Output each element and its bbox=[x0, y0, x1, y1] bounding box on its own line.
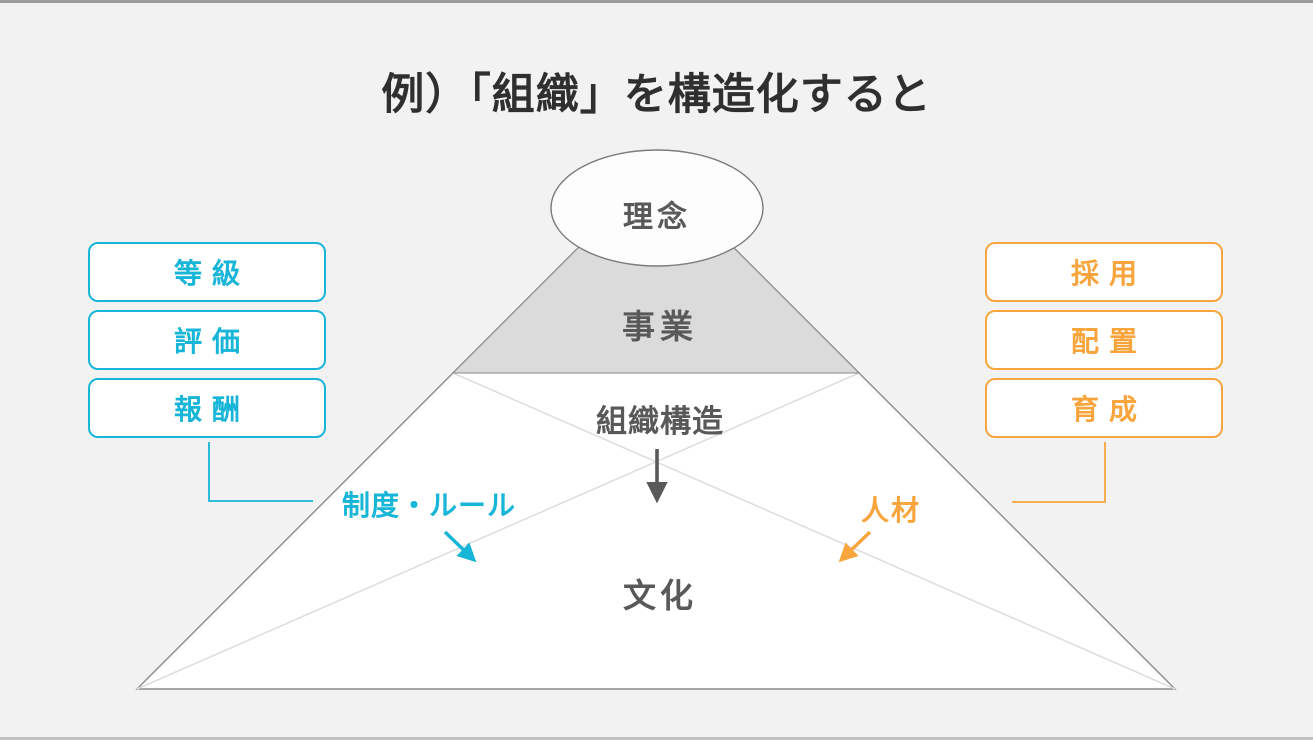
compensation-box: 報酬 bbox=[88, 378, 326, 438]
cross-line-left-to-right bbox=[452, 372, 1176, 690]
ideology-ellipse bbox=[550, 149, 764, 267]
seido-rule-arrow-icon bbox=[443, 530, 477, 563]
pyramid-outline bbox=[135, 169, 1177, 690]
business-layer-shape bbox=[451, 169, 861, 374]
culture-label: 文化 bbox=[623, 577, 697, 614]
placement-box: 配置 bbox=[985, 310, 1223, 370]
bottom-border-strip bbox=[0, 737, 1313, 740]
evaluation-box: 評価 bbox=[88, 310, 326, 370]
cross-line-right-to-left bbox=[136, 372, 860, 690]
systems-rules-label: 制度・ルール bbox=[342, 490, 517, 521]
right-group-connector bbox=[1012, 442, 1106, 503]
business-label: 事業 bbox=[622, 308, 698, 345]
slide-title: 例）「組織」を構造化すると bbox=[381, 71, 932, 119]
ideology-label: 理念 bbox=[623, 201, 691, 234]
grade-box: 等級 bbox=[88, 242, 326, 302]
human-resources-label: 人材 bbox=[861, 495, 922, 526]
jinzai-arrow-icon bbox=[838, 530, 872, 563]
development-box: 育成 bbox=[985, 378, 1223, 438]
recruitment-box: 採用 bbox=[985, 242, 1223, 302]
left-group-connector bbox=[208, 442, 313, 502]
structure-label: 組織構造 bbox=[596, 404, 724, 439]
top-border-strip bbox=[0, 0, 1313, 3]
